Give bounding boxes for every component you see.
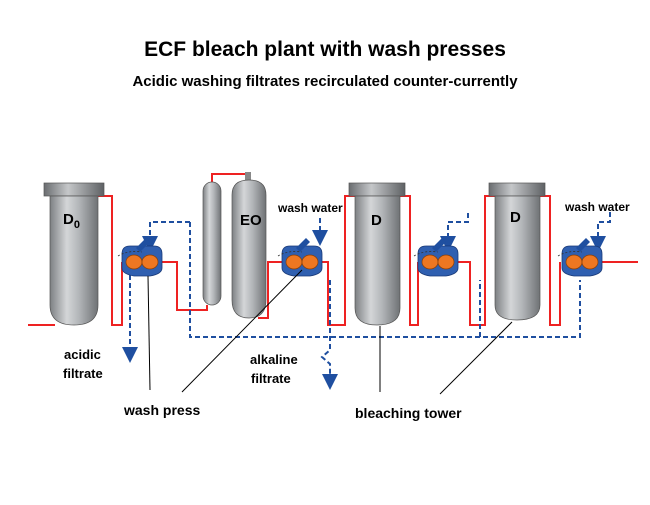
leader-wash-press-1 xyxy=(147,275,151,391)
wash-press-4 xyxy=(557,238,603,277)
pulp-line-eo-to-press2 xyxy=(258,261,282,319)
pulp-line-d0-to-press1 xyxy=(98,195,123,326)
alkaline-filtrate-label-line2: filtrate xyxy=(251,371,291,386)
pulp-line-d2-to-press4 xyxy=(540,195,561,326)
wash-water-label-1: wash water xyxy=(277,201,343,215)
bleaching-tower-label: bleaching tower xyxy=(355,405,462,421)
pulp-lines xyxy=(28,173,638,326)
diagram-title: ECF bleach plant with wash presses xyxy=(144,38,506,61)
filtrate-recycle-to-press3 xyxy=(440,213,469,252)
tower-d2-label: D xyxy=(510,209,521,226)
mixer-column xyxy=(202,181,222,306)
leader-lines xyxy=(147,269,513,395)
wash-water-to-press4 xyxy=(590,212,611,252)
leader-bleaching-tower-2 xyxy=(439,321,513,395)
wash-press-1 xyxy=(117,238,163,277)
wash-press-label: wash press xyxy=(123,402,200,418)
acidic-filtrate-label-line1: acidic xyxy=(64,347,101,362)
tower-eo-label: EO xyxy=(240,212,262,229)
filtrate-recycle-to-press1 xyxy=(142,221,190,252)
tower-eo xyxy=(231,172,267,319)
tower-d0 xyxy=(43,182,105,326)
tower-d2 xyxy=(488,182,546,321)
leader-wash-press-2 xyxy=(181,269,303,393)
tower-d0-label: D0 xyxy=(63,211,80,231)
pulp-line-press1-to-eo xyxy=(162,261,208,311)
wash-water-label-2: wash water xyxy=(564,200,630,214)
pulp-line-press3-to-d2 xyxy=(458,195,495,326)
alkaline-filtrate-line xyxy=(320,280,338,390)
acidic-filtrate-label-line2: filtrate xyxy=(63,366,103,381)
pulp-line-press2-to-d1 xyxy=(322,195,355,326)
wash-press-2 xyxy=(277,238,323,277)
alkaline-filtrate-label-line1: alkaline xyxy=(250,352,298,367)
tower-d1-label: D xyxy=(371,212,382,229)
wash-press-3 xyxy=(413,238,459,277)
filtrate-lines xyxy=(122,212,611,390)
pulp-line-d1-to-press3 xyxy=(400,195,419,326)
diagram-subtitle: Acidic washing filtrates recirculated co… xyxy=(132,73,518,90)
filtrate-recycle-line xyxy=(189,222,581,338)
tower-d1 xyxy=(348,182,406,326)
